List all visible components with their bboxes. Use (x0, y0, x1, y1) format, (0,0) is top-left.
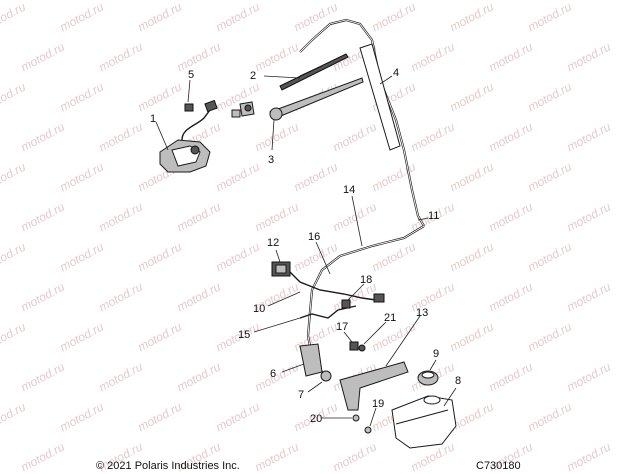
callout-leaders (155, 75, 457, 427)
wiper-spindle (231, 101, 255, 118)
callout-13: 13 (416, 307, 428, 319)
electrical-connector (271, 261, 291, 277)
washer-reservoir (391, 395, 457, 449)
callout-1: 1 (150, 113, 156, 125)
callout-16: 16 (308, 231, 320, 243)
callout-4: 4 (393, 67, 399, 79)
washer-pump (299, 343, 323, 377)
callout-3: 3 (268, 154, 274, 166)
wiper-blade (279, 53, 349, 91)
callout-14: 14 (343, 184, 355, 196)
callout-7: 7 (298, 389, 304, 401)
nut (184, 103, 194, 112)
callout-9: 9 (433, 348, 439, 360)
callout-15: 15 (238, 329, 250, 341)
callout-11: 11 (428, 210, 439, 222)
callout-21: 21 (384, 312, 396, 324)
clip (349, 341, 359, 351)
copyright-notice: © 2021 Polaris Industries Inc. (96, 460, 240, 472)
callout-5: 5 (188, 69, 194, 81)
callout-8: 8 (455, 375, 461, 387)
callout-20: 20 (310, 413, 322, 425)
reservoir-cap (417, 370, 439, 386)
mounting-bracket (339, 361, 409, 411)
callout-18: 18 (360, 274, 372, 286)
callout-6: 6 (270, 368, 276, 380)
hose-clamp (352, 414, 372, 434)
wiper-motor (159, 99, 218, 173)
callout-12: 12 (267, 237, 279, 249)
grommet (320, 370, 332, 382)
washer-hose (299, 18, 425, 373)
fastener (358, 344, 366, 352)
callout-2: 2 (250, 70, 256, 82)
callout-17: 17 (336, 321, 348, 333)
callout-19: 19 (372, 398, 384, 410)
wiring-harness (289, 271, 385, 319)
wiper-arm (269, 77, 364, 121)
callout-10: 10 (253, 303, 265, 315)
figure-code: C730180 (476, 460, 521, 472)
